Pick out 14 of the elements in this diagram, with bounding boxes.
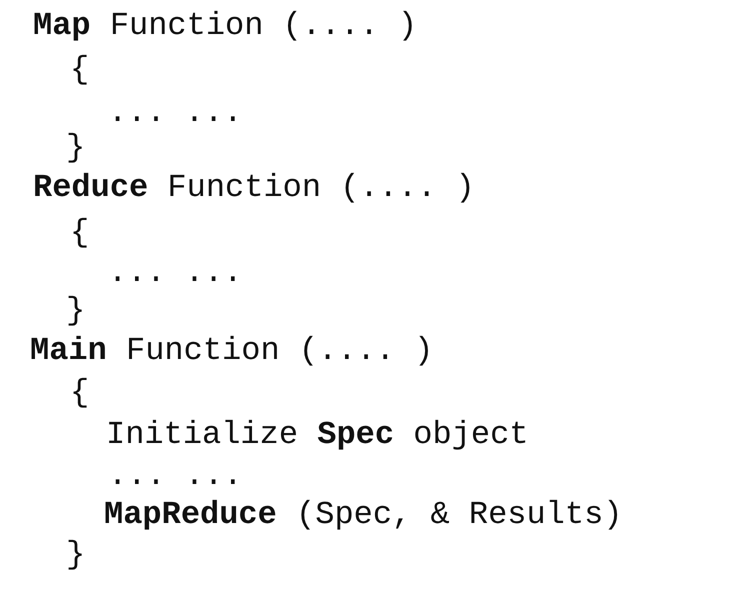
code-line: ... ... xyxy=(108,255,242,291)
code-line: MapReduce (Spec, & Results) xyxy=(104,497,622,533)
code-line: { xyxy=(70,215,90,251)
code-line: Main Function (.... ) xyxy=(30,333,434,369)
code-line: Initialize Spec object xyxy=(106,417,528,453)
code-line: ... ... xyxy=(108,458,242,494)
code-line: } xyxy=(66,293,86,329)
code-line: { xyxy=(70,52,90,88)
code-line: } xyxy=(66,537,86,573)
code-line: ... ... xyxy=(108,95,242,131)
code-line: { xyxy=(70,375,90,411)
code-line: Reduce Function (.... ) xyxy=(33,170,475,206)
code-line: } xyxy=(66,130,86,166)
code-line: Map Function (.... ) xyxy=(33,8,418,44)
